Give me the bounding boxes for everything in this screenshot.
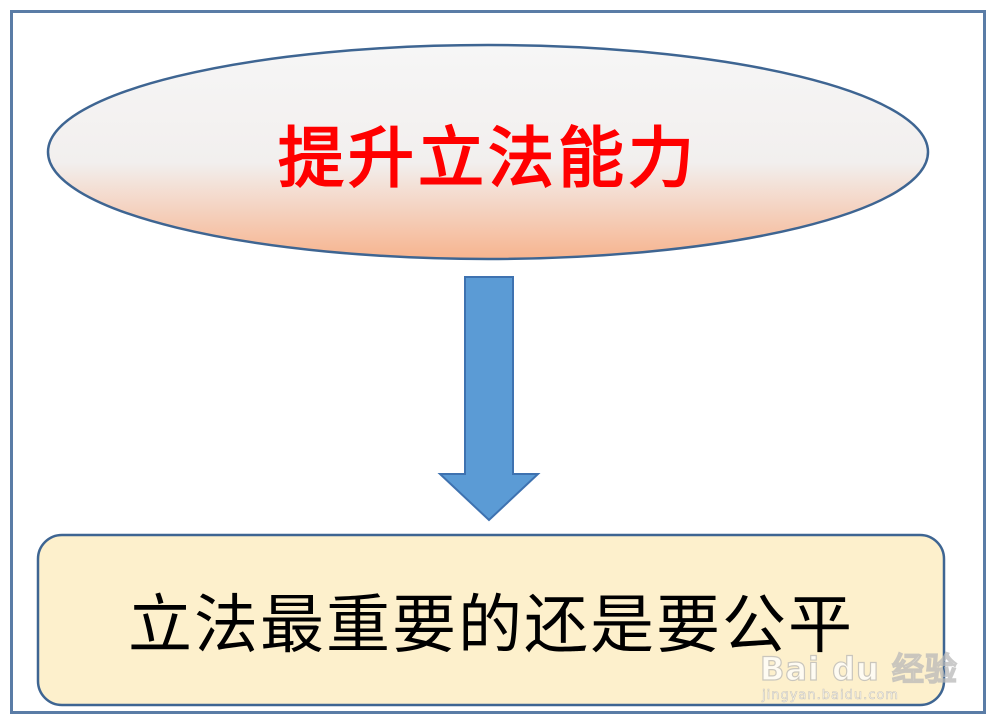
watermark-url: jingyan.baidu.com [762,688,899,704]
baidu-watermark: Bai du 经验 jingyan.baidu.com [759,640,960,710]
top-ellipse [46,43,930,261]
watermark-brand: Bai du 经验 [759,649,958,688]
top-node-label: 提升立法能力 [278,118,698,197]
outer-frame [10,10,986,714]
bottom-node-label: 立法最重要的还是要公平 [128,589,854,663]
bottom-box [36,533,946,707]
down-arrow [437,276,541,522]
